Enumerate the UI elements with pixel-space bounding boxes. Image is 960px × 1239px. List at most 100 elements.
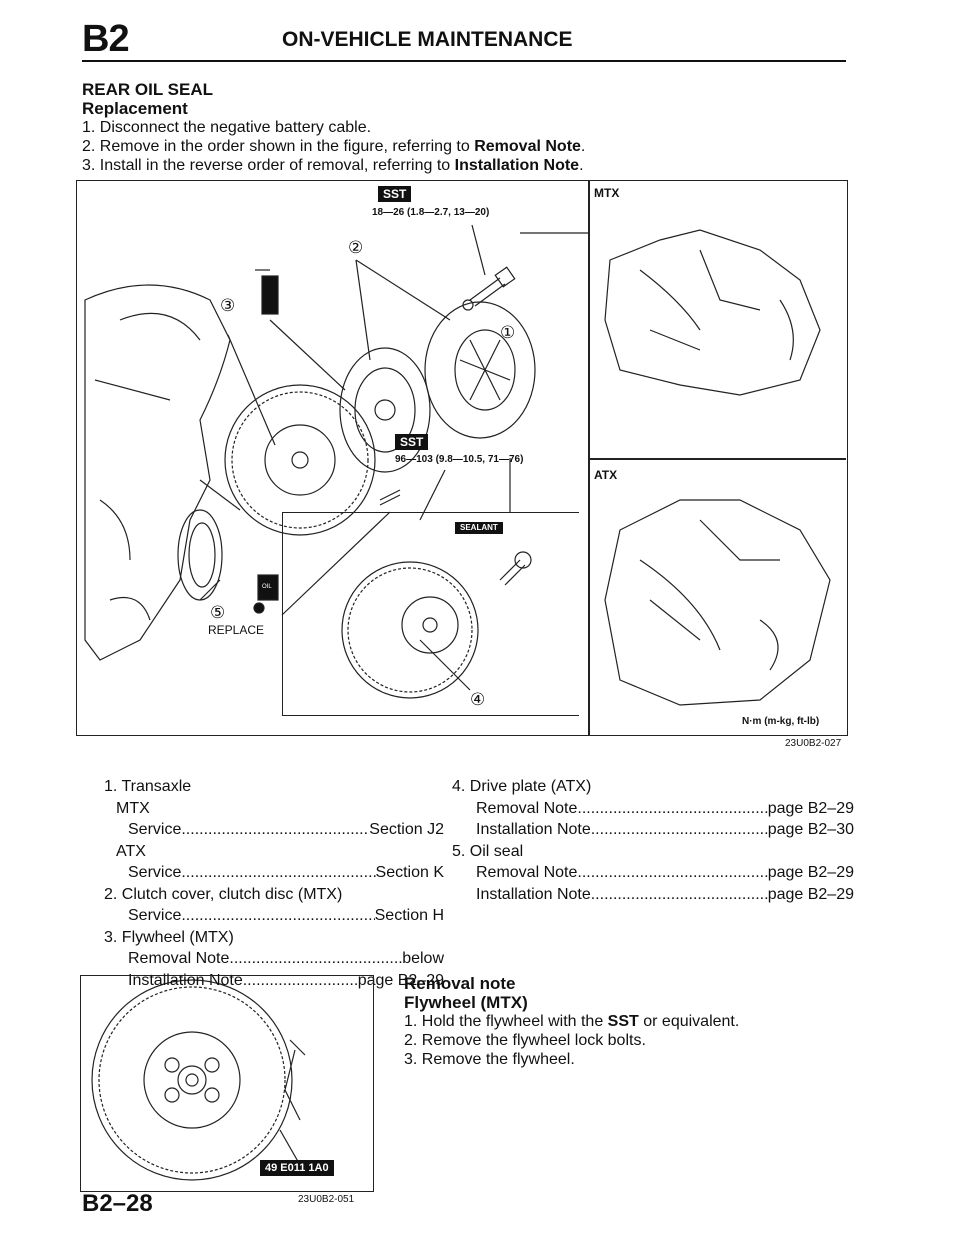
sst-tool-number: 49 E011 1A0 xyxy=(260,1160,334,1176)
step: 1. Hold the flywheel with the SST or equ… xyxy=(404,1013,740,1030)
leader-dots xyxy=(181,905,374,927)
drive-plate-drawing xyxy=(341,561,479,699)
step: 3. Remove the flywheel. xyxy=(404,1051,575,1068)
parts-list-item: Service Section H xyxy=(104,905,444,927)
clutch-cover-drawing xyxy=(424,301,536,439)
header-rule xyxy=(82,60,846,62)
leader-dots xyxy=(181,862,375,884)
parts-list-item: MTX xyxy=(104,798,444,820)
callout-5: ⑤ xyxy=(210,603,226,622)
bolt-drawing xyxy=(462,266,516,311)
leader-dots xyxy=(181,819,369,841)
exploded-view-figure xyxy=(76,180,848,736)
sealant-badge: SEALANT xyxy=(455,522,503,534)
parts-list-item: ATX xyxy=(104,841,444,863)
clutch-disc-drawing xyxy=(339,347,431,473)
oil-can xyxy=(253,574,279,614)
parts-list-item: Installation Note page B2–29 xyxy=(452,884,854,906)
flywheel-sst-drawing xyxy=(91,979,306,1181)
sst-badge: SST xyxy=(395,434,429,450)
mtx-label: MTX xyxy=(594,186,620,200)
item-label: ATX xyxy=(116,842,146,860)
section-heading: REAR OIL SEAL xyxy=(82,80,213,99)
parts-list-item: Service Section J2 xyxy=(104,819,444,841)
removal-note-heading: Removal note xyxy=(404,974,516,993)
item-label: 4. Drive plate (ATX) xyxy=(452,778,592,795)
figure-code: 23U0B2-027 xyxy=(785,738,842,749)
replace-label: REPLACE xyxy=(208,623,265,637)
callout-2: ② xyxy=(348,238,364,257)
parts-list-item: Removal Note below xyxy=(104,948,444,970)
item-reference: below xyxy=(402,950,444,967)
atx-label: ATX xyxy=(594,468,618,482)
parts-list-item: ServiceSection K xyxy=(104,862,444,884)
parts-list-left: 1. TransaxleMTXServiceSection J2ATXServi… xyxy=(104,776,444,991)
item-label: 2. Clutch cover, clutch disc (MTX) xyxy=(104,885,343,903)
item-label: MTX xyxy=(116,799,150,817)
engine-block-outline xyxy=(84,284,231,661)
leader-dots xyxy=(577,798,767,820)
step: 1. Disconnect the negative battery cable… xyxy=(82,119,372,136)
parts-list-item: Removal Note page B2–29 xyxy=(452,862,854,884)
item-label: 3. Flywheel (MTX) xyxy=(104,928,234,946)
leader-dots xyxy=(591,819,768,841)
item-label: 1. Transaxle xyxy=(104,778,192,795)
item-reference: Section H xyxy=(374,907,444,924)
parts-list-item: 3. Flywheel (MTX) xyxy=(104,927,444,949)
callout-1: ① xyxy=(500,323,516,342)
torque-spec: 18—26 (1.8—2.7, 13—20) xyxy=(372,207,490,218)
leader-dots xyxy=(591,884,768,906)
item-label: Service xyxy=(128,864,182,881)
callout-4: ④ xyxy=(470,690,486,709)
intro-steps: 1. Disconnect the negative battery cable… xyxy=(82,118,585,175)
figure-code: 23U0B2-051 xyxy=(298,1194,355,1205)
drive-plate-bolt xyxy=(379,489,532,586)
atx-transaxle-drawing xyxy=(604,499,831,706)
removal-note-subheading: Flywheel (MTX) xyxy=(404,993,528,1012)
page-number: B2–28 xyxy=(82,1190,153,1217)
item-label: Installation Note xyxy=(476,885,591,903)
item-label: 5. Oil seal xyxy=(452,842,524,860)
section-code: B2 xyxy=(82,18,130,60)
leader-lines xyxy=(199,224,588,691)
sst-badge: SST xyxy=(378,186,412,202)
item-label: Removal Note xyxy=(476,864,578,881)
item-label: Service xyxy=(128,907,182,924)
page-header-title: ON-VEHICLE MAINTENANCE xyxy=(282,28,573,51)
parts-list-item: 2. Clutch cover, clutch disc (MTX) xyxy=(104,884,444,906)
item-reference: page B2–30 xyxy=(767,821,854,838)
item-label: Removal Note xyxy=(128,950,230,967)
step: 2. Remove in the order shown in the figu… xyxy=(82,138,586,155)
item-reference: Section J2 xyxy=(369,821,444,838)
grease-tube xyxy=(255,269,279,315)
parts-list-item: Removal Note page B2–29 xyxy=(452,798,854,820)
flywheel-sst-figure xyxy=(80,975,374,1192)
item-label: Removal Note xyxy=(476,799,578,817)
item-reference: page B2–29 xyxy=(767,799,854,817)
parts-list-item: 1. Transaxle xyxy=(104,776,444,798)
parts-list-item: Installation Note page B2–30 xyxy=(452,819,854,841)
parts-list-item: 5. Oil seal xyxy=(452,841,854,863)
oil-label: OIL xyxy=(262,584,272,590)
item-reference: page B2–29 xyxy=(767,864,854,881)
item-label: Service xyxy=(128,821,182,838)
flywheel-drawing xyxy=(224,384,376,536)
item-reference: page B2–29 xyxy=(767,885,854,903)
torque-spec: 96—103 (9.8—10.5, 71—76) xyxy=(395,454,524,465)
removal-steps: 1. Hold the flywheel with the SST or equ… xyxy=(404,1012,739,1069)
callout-3: ③ xyxy=(220,296,236,315)
item-reference: page B2–29 xyxy=(357,971,444,989)
item-label: Installation Note xyxy=(476,821,591,838)
mtx-transaxle-drawing xyxy=(604,229,821,396)
step: 3. Install in the reverse order of remov… xyxy=(82,157,584,174)
figure-divider xyxy=(588,458,846,460)
step: 2. Remove the flywheel lock bolts. xyxy=(404,1032,646,1049)
units-label: N·m (m-kg, ft-lb) xyxy=(742,716,820,727)
leader-dots xyxy=(229,948,402,970)
parts-list-item: 4. Drive plate (ATX) xyxy=(452,776,854,798)
leader-dots xyxy=(577,862,767,884)
parts-list-right: 4. Drive plate (ATX) Removal Note page B2–… xyxy=(452,776,854,905)
subheading: Replacement xyxy=(82,99,188,118)
